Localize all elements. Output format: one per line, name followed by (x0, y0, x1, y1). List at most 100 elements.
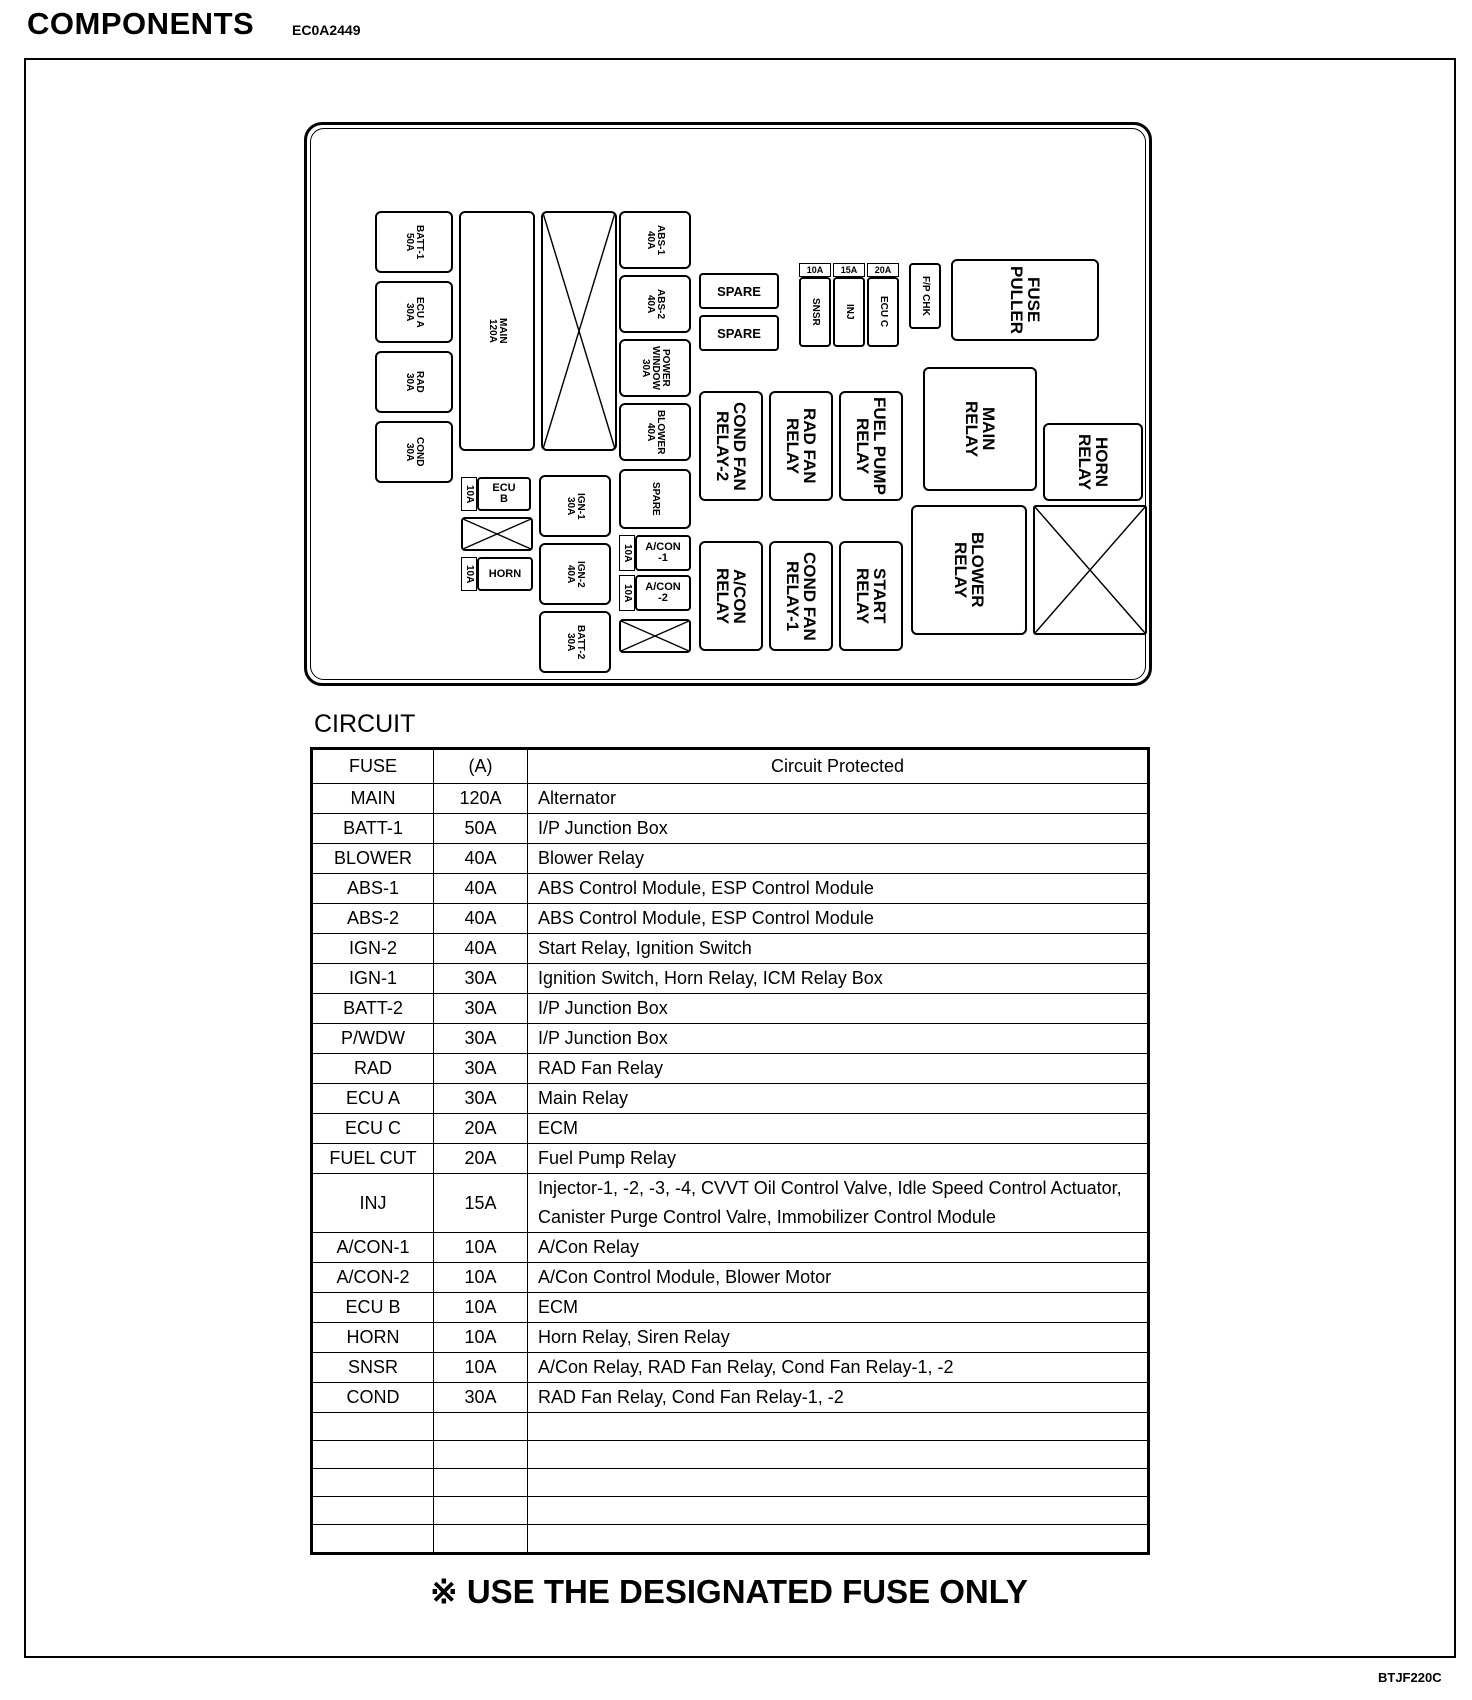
fuse-ecu-b-label: ECU B (492, 482, 516, 505)
cell-fuse: A/CON-1 (311, 1232, 434, 1263)
empty-cell (527, 1496, 1149, 1525)
cell-amp: 30A (433, 1053, 528, 1084)
cell-fuse: ECU C (311, 1113, 434, 1144)
fuse-snsr-label: SNSR (810, 298, 821, 326)
fuse-abs-1: ABS-1 40A (619, 211, 691, 269)
empty-slot-small-2-cross-icon (621, 621, 689, 651)
fuse-ecu-a: ECU A 30A (375, 281, 453, 343)
cell-fuse: ECU A (311, 1083, 434, 1114)
fuse-spare-1: SPARE (699, 273, 779, 309)
cell-circuit: Start Relay, Ignition Switch (527, 933, 1149, 964)
empty-slot-small-1 (461, 517, 533, 551)
cell-amp: 40A (433, 933, 528, 964)
fuse-box-diagram: BATT-1 50A ECU A 30A RAD 30A COND 30A MA… (304, 122, 1152, 686)
cell-fuse: ABS-1 (311, 873, 434, 904)
empty-slot-large (541, 211, 617, 451)
relay-fuel-pump-label: FUEL PUMP RELAY (853, 397, 889, 495)
fuse-horn-amp-tab: 10A (461, 557, 477, 591)
cell-amp: 120A (433, 783, 528, 814)
cell-fuse: IGN-2 (311, 933, 434, 964)
cell-amp: 20A (433, 1143, 528, 1174)
fuse-acon-1-amp: 10A (622, 543, 633, 563)
fuse-batt-2-label: BATT-2 30A (565, 624, 586, 660)
empty-cell (433, 1496, 528, 1525)
cell-circuit: I/P Junction Box (527, 1023, 1149, 1054)
fuse-acon-2-amp: 10A (622, 583, 633, 603)
empty-table-row (311, 1524, 1149, 1554)
cell-circuit: Blower Relay (527, 843, 1149, 874)
cell-fuse: MAIN (311, 783, 434, 814)
empty-cell (433, 1524, 528, 1554)
header-circuit-protected: Circuit Protected (527, 748, 1149, 784)
cell-circuit: Fuel Pump Relay (527, 1143, 1149, 1174)
fuse-horn-label: HORN (488, 567, 522, 580)
cell-circuit: Ignition Switch, Horn Relay, ICM Relay B… (527, 963, 1149, 994)
fuse-horn-amp: 10A (464, 564, 475, 584)
cell-circuit: ABS Control Module, ESP Control Module (527, 903, 1149, 934)
cell-fuse: HORN (311, 1322, 434, 1353)
fuse-blower-label: BLOWER 40A (645, 409, 666, 455)
fuse-power-window: POWER WINDOW 30A (619, 339, 691, 397)
empty-slot-small-1-cross-icon (463, 519, 531, 549)
fuse-spare-2: SPARE (699, 315, 779, 351)
fuse-ign-1: IGN-1 30A (539, 475, 611, 537)
cell-amp: 40A (433, 873, 528, 904)
relay-horn: HORN RELAY (1043, 423, 1143, 501)
empty-relay-slot-cross-icon (1035, 507, 1145, 633)
empty-cell (311, 1468, 434, 1497)
fuse-rad: RAD 30A (375, 351, 453, 413)
empty-relay-slot (1033, 505, 1147, 635)
fuse-ign-2: IGN-2 40A (539, 543, 611, 605)
cell-circuit: RAD Fan Relay, Cond Fan Relay-1, -2 (527, 1382, 1149, 1413)
fuse-box-inner-border: BATT-1 50A ECU A 30A RAD 30A COND 30A MA… (310, 128, 1147, 680)
fuse-power-window-label: POWER WINDOW 30A (640, 346, 671, 390)
empty-cell (527, 1468, 1149, 1497)
cell-circuit: Injector-1, -2, -3, -4, CVVT Oil Control… (527, 1173, 1149, 1233)
cell-circuit: A/Con Control Module, Blower Motor (527, 1262, 1149, 1293)
empty-cell (433, 1440, 528, 1469)
relay-start: START RELAY (839, 541, 903, 651)
cell-fuse: RAD (311, 1053, 434, 1084)
empty-table-row (311, 1496, 1149, 1525)
cell-amp: 30A (433, 993, 528, 1024)
header-fuse: FUSE (311, 748, 434, 784)
fuse-acon-2-label: A/CON -2 (645, 581, 681, 604)
relay-cond-fan-2-label: COND FAN RELAY-2 (713, 401, 749, 491)
fuse-inj: INJ (833, 277, 865, 347)
relay-main: MAIN RELAY (923, 367, 1037, 491)
cell-fuse: COND (311, 1382, 434, 1413)
fuse-ecu-b-amp: 10A (464, 484, 475, 504)
relay-main-label: MAIN RELAY (962, 400, 998, 458)
relay-acon: A/CON RELAY (699, 541, 763, 651)
relay-cond-fan-2: COND FAN RELAY-2 (699, 391, 763, 501)
cell-circuit: A/Con Relay, RAD Fan Relay, Cond Fan Rel… (527, 1352, 1149, 1383)
cell-circuit: I/P Junction Box (527, 993, 1149, 1024)
cell-amp: 30A (433, 1023, 528, 1054)
empty-table-row (311, 1440, 1149, 1469)
fuse-acon-2: A/CON -2 (635, 575, 691, 611)
empty-cell (527, 1524, 1149, 1554)
relay-rad-fan-label: RAD FAN RELAY (783, 408, 819, 484)
fuse-ign-2-label: IGN-2 40A (565, 560, 586, 588)
fuse-main: MAIN 120A (459, 211, 535, 451)
cell-fuse: A/CON-2 (311, 1262, 434, 1293)
fuse-main-label: MAIN 120A (487, 318, 508, 344)
relay-blower: BLOWER RELAY (911, 505, 1027, 635)
empty-cell (433, 1412, 528, 1441)
cell-circuit: I/P Junction Box (527, 813, 1149, 844)
table-header-row: FUSE (A) Circuit Protected (311, 748, 1149, 784)
fuse-inj-amp: 15A (840, 264, 858, 275)
cell-circuit: RAD Fan Relay (527, 1053, 1149, 1084)
relay-cond-fan-1: COND FAN RELAY-1 (769, 541, 833, 651)
fuse-acon-1-label: A/CON -1 (645, 541, 681, 564)
empty-slot-large-cross-icon (543, 213, 615, 449)
